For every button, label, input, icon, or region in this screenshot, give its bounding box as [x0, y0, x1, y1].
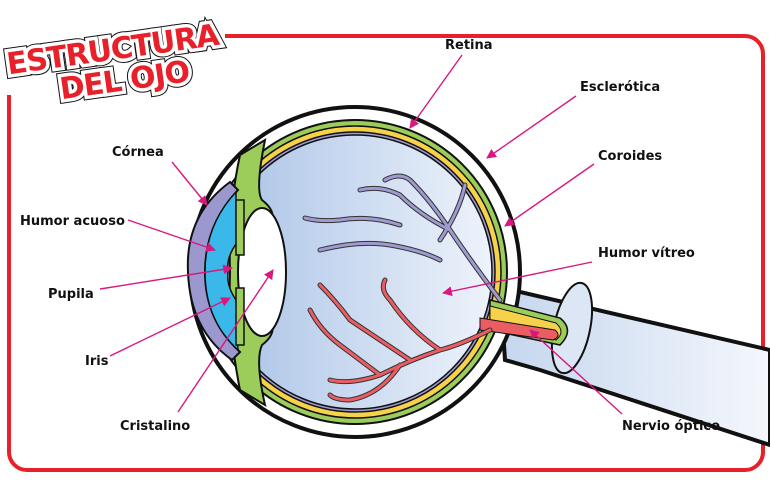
- iris: [235, 199, 245, 256]
- lens: [237, 207, 287, 337]
- label-pupila: Pupila: [48, 287, 94, 302]
- label-cornea: Córnea: [112, 145, 164, 160]
- frame: [7, 34, 765, 472]
- label-humor-acuoso: Humor acuoso: [20, 214, 125, 229]
- veins: [302, 173, 503, 403]
- label-humor-vitreo: Humor vítreo: [598, 246, 695, 261]
- label-iris: Iris: [85, 354, 109, 369]
- eyeball: [186, 105, 569, 439]
- label-retina: Retina: [445, 38, 493, 53]
- label-nervio-optico: Nervio óptico: [622, 419, 720, 434]
- label-cristalino: Cristalino: [120, 419, 190, 434]
- aqueous-humor: [204, 190, 239, 352]
- label-coroides: Coroides: [598, 149, 662, 164]
- label-esclerotica: Esclerótica: [580, 80, 660, 95]
- pointer-lines: [99, 54, 623, 415]
